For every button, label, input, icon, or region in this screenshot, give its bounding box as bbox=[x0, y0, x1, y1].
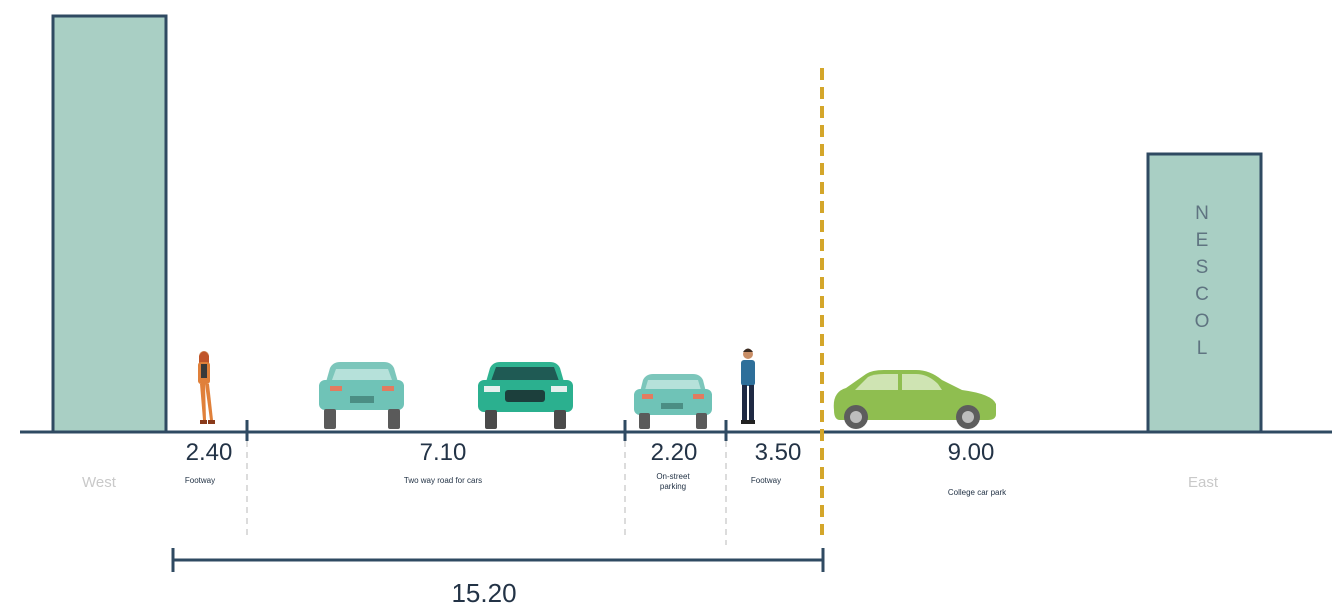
nescol-letter: O bbox=[1194, 311, 1210, 332]
parking-label-line2: parking bbox=[659, 482, 687, 491]
total-width-value: 15.20 bbox=[451, 578, 517, 608]
west-label: West bbox=[82, 474, 116, 491]
nescol-letter: E bbox=[1195, 230, 1209, 251]
car-rear-parked-icon bbox=[634, 374, 712, 429]
car-rear-teal-icon bbox=[319, 362, 404, 429]
nescol-letter: C bbox=[1195, 284, 1209, 305]
nescol-letter: S bbox=[1195, 257, 1209, 278]
car-side-lime-icon bbox=[833, 370, 996, 429]
nescol-letter: N bbox=[1195, 203, 1209, 224]
college-car-park-width: 9.00 bbox=[947, 439, 995, 466]
nescol-letter: L bbox=[1196, 338, 1208, 359]
pedestrian-man-icon bbox=[741, 348, 755, 424]
parking-label: On-street parking bbox=[656, 472, 689, 492]
parking-label-line1: On-street bbox=[656, 472, 690, 481]
east-label: East bbox=[1187, 474, 1219, 491]
college-car-park-label: College car park bbox=[947, 488, 1007, 497]
nescol-building-label: N E S C O L bbox=[1192, 200, 1212, 362]
carriageway-label: Two way road for cars bbox=[403, 476, 483, 485]
parking-width: 2.20 bbox=[650, 439, 698, 466]
pedestrian-woman-icon bbox=[198, 351, 215, 424]
east-footway-label: Footway bbox=[750, 476, 782, 485]
carriageway-width: 7.10 bbox=[419, 439, 467, 466]
west-building bbox=[51, 14, 168, 434]
segment-dashed-guides bbox=[246, 441, 727, 545]
total-width-dimension bbox=[171, 548, 825, 572]
west-footway-width: 2.40 bbox=[185, 439, 233, 466]
segment-dividers bbox=[245, 420, 728, 441]
car-front-green-icon bbox=[478, 362, 573, 429]
east-footway-width: 3.50 bbox=[754, 439, 802, 466]
west-footway-label: Footway bbox=[184, 476, 216, 485]
